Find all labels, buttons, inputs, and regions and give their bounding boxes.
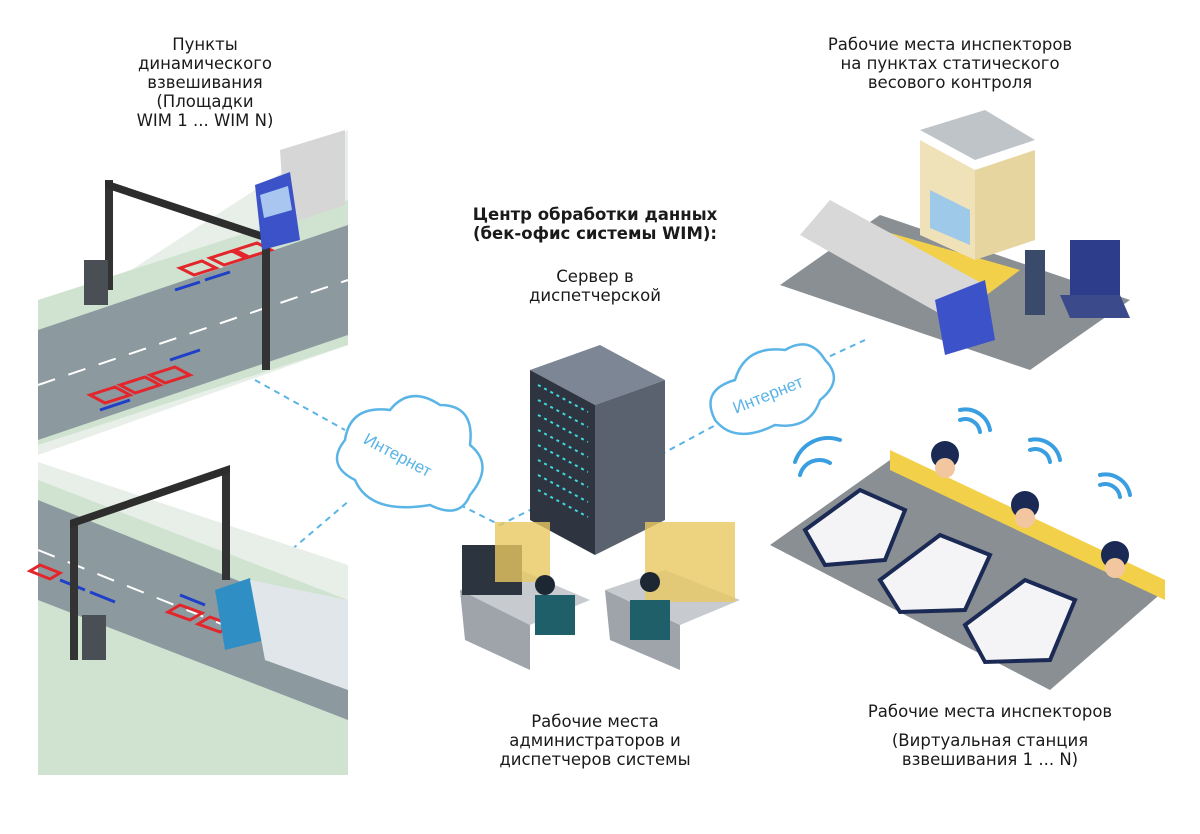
server-label: Сервер в диспетчерской <box>495 267 695 305</box>
dispatcher-workstations-illustration <box>460 522 740 670</box>
link-server-cloud2 <box>659 419 726 456</box>
wim-site-2-illustration <box>26 462 349 775</box>
label-line: диспетчеров системы <box>499 750 691 769</box>
link-wim1-cloud <box>254 379 346 431</box>
label-line: диспетчерской <box>529 286 661 305</box>
data-center-title: Центр обработки данных (бек-офис системы… <box>445 205 745 243</box>
label-line: (Площадки <box>156 92 254 111</box>
internet-cloud-right: Интернет <box>709 343 835 436</box>
label-line: взвешивания <box>147 73 263 92</box>
label-line: (Виртуальная станция <box>891 731 1089 750</box>
label-line: на пунктах статического <box>840 54 1060 73</box>
admin-workplaces-label: Рабочие места администраторов и диспетче… <box>470 712 720 769</box>
label-line: (бек-офис системы WIM): <box>472 224 718 243</box>
static-control-label: Рабочие места инспекторов на пунктах ста… <box>800 35 1100 92</box>
label-line: WIM 1 ... WIM N) <box>136 111 274 130</box>
label-line: весового контроля <box>867 73 1033 92</box>
label-line: Сервер в <box>556 267 634 286</box>
label-line: Рабочие места <box>531 712 659 731</box>
label-line: Пункты <box>172 35 238 54</box>
internet-cloud-left: Интернет <box>335 395 484 512</box>
label-line: взвешивания 1 ... N) <box>901 750 1079 769</box>
wim-points-label: Пункты динамического взвешивания (Площад… <box>105 35 305 130</box>
label-line: динамического <box>138 54 272 73</box>
wim-site-1-illustration <box>37 130 349 455</box>
virtual-station-illustration <box>770 407 1165 690</box>
label-line: Рабочие места инспекторов <box>827 35 1073 54</box>
label-line: Рабочие места инспекторов <box>867 702 1113 721</box>
label-line: администраторов и <box>509 731 681 750</box>
static-control-post-illustration <box>780 110 1130 370</box>
inspector-workplaces-label: Рабочие места инспекторов (Виртуальная с… <box>840 702 1140 769</box>
server-rack-illustration <box>530 345 665 555</box>
label-line: Центр обработки данных <box>472 205 718 224</box>
